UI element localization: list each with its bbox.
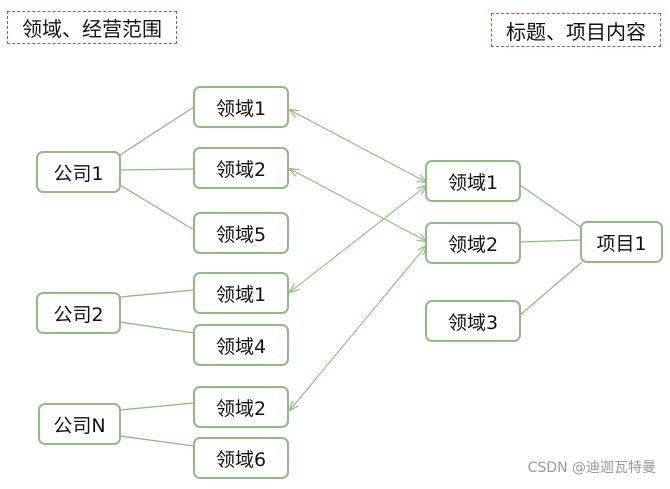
company-1: 公司1 (36, 151, 121, 193)
companyn-domain-2: 领域2 (193, 386, 289, 428)
project-domain-2: 领域2 (425, 222, 521, 264)
caption-domain-scope: 领域、经营范围 (7, 11, 177, 44)
link-c1-d5 (119, 184, 195, 231)
company1-domain-2: 领域2 (193, 147, 289, 189)
company1-domain-1: 领域1 (193, 86, 289, 128)
link-c2-d4 (119, 321, 195, 334)
company-n: 公司N (38, 403, 121, 445)
company2-domain-4: 领域4 (193, 324, 289, 366)
link-c2-d1 (119, 289, 195, 298)
project-domain-3: 领域3 (425, 300, 521, 342)
caption-title-content: 标题、项目内容 (491, 13, 661, 47)
link-pd3-p1 (519, 261, 583, 316)
link-pd2-p1 (519, 239, 583, 243)
arrow-c1d1-pd1 (290, 110, 426, 182)
companyn-domain-6: 领域6 (193, 437, 289, 479)
arrow-c1d2-pd2 (290, 169, 426, 241)
project-domain-1: 领域1 (425, 160, 521, 202)
link-c1-d1 (119, 106, 195, 156)
project-1: 项目1 (580, 221, 663, 263)
link-cn-d6 (119, 435, 195, 447)
arrow-cnd2-pd2 (290, 246, 426, 410)
arrow-c2d1-pd1 (290, 186, 426, 292)
company-2: 公司2 (36, 292, 121, 334)
company1-domain-5: 领域5 (193, 212, 289, 254)
link-cn-d2 (119, 402, 195, 411)
link-c1-d2 (119, 168, 195, 171)
company2-domain-1: 领域1 (193, 272, 289, 314)
watermark: CSDN @迪迦瓦特曼 (527, 460, 656, 476)
link-pd1-p1 (519, 184, 583, 229)
